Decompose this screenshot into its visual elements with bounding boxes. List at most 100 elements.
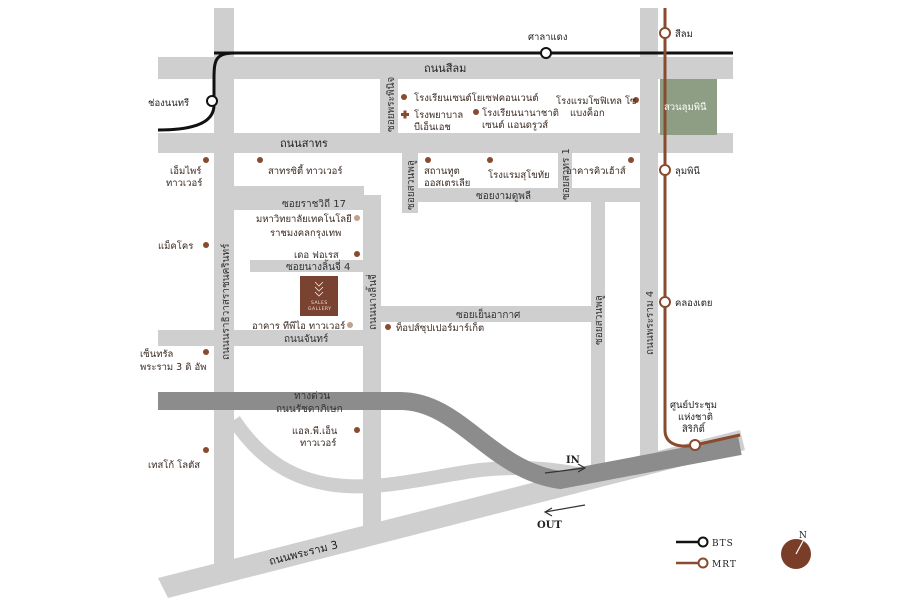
label-sofitel: โรงแรมโซฟิเทล โซ แบงค็อก xyxy=(556,95,640,119)
label-lumphini: ลุมพินี xyxy=(675,165,700,177)
label-chong-nonsi: ช่องนนทรี xyxy=(148,97,189,109)
ramp-out-arrow xyxy=(544,504,586,513)
label-sathorn-city: สาทรซิตี้ ทาวเวอร์ xyxy=(268,164,342,177)
legend-bts-label: BTS xyxy=(712,539,734,549)
station-khlong-toei[interactable] xyxy=(659,296,671,308)
station-lumphini[interactable] xyxy=(659,164,671,176)
poi-dot-lpn xyxy=(354,427,360,433)
label-sales-gallery-1: SALES xyxy=(311,300,328,306)
poi-dot-sofitel xyxy=(633,97,639,103)
poi-dot-school1 xyxy=(401,94,407,100)
label-qsncc: ศูนย์ประชุม แห่งชาติ สิริกิติ์ xyxy=(670,399,720,435)
label-park: สวนลุมพินี xyxy=(664,101,707,113)
road-soi-top xyxy=(380,79,398,135)
park-lumphini xyxy=(660,79,717,135)
label-soi-sathorn1: ซอยสาทร 1 xyxy=(561,148,572,200)
label-ratchadaphisek: ถนนรัชดาภิเษก xyxy=(276,404,343,415)
road-silom xyxy=(158,57,733,79)
label-narathiwat: ถนนนราธิวาสราชนครินทร์ xyxy=(220,243,232,360)
label-ramp-in: IN xyxy=(566,455,580,466)
legend-mrt-label: MRT xyxy=(712,560,737,570)
poi-dots xyxy=(203,94,639,453)
label-q-house: อาคารคิวเฮ้าส์ xyxy=(566,165,626,177)
poi-dot-australia xyxy=(425,157,431,163)
poi-dot-empire xyxy=(203,157,209,163)
label-soi-ngam-duphli: ซอยงามดูพลี xyxy=(476,190,531,202)
label-topsup: ท็อปส์ซุปเปอร์มาร์เก็ต xyxy=(396,321,484,334)
label-qsncc-2: แห่งชาติ xyxy=(678,412,713,423)
road-rama4 xyxy=(640,8,658,468)
road-nang-linchi xyxy=(363,195,381,535)
poi-dots-light xyxy=(347,215,360,328)
label-rmutk: มหาวิทยาลัยเทคโนโลยี ราชมงคลกรุงเทพ xyxy=(256,213,355,239)
label-australia: สถานทูต ออสเตรเลีย xyxy=(424,166,470,189)
label-school1: โรงเรียนเซนต์โยเซฟคอนเวนต์ xyxy=(414,92,539,104)
compass-north: N xyxy=(799,531,807,541)
road-suan-phlu xyxy=(591,202,605,470)
poi-dot-tesco xyxy=(203,447,209,453)
label-suan-phlu: ซอยสวนพลู xyxy=(594,295,605,345)
road-chan xyxy=(158,330,364,346)
label-silom-mrt: สีลม xyxy=(675,28,693,40)
stations xyxy=(206,27,701,451)
label-qsncc-1: ศูนย์ประชุม xyxy=(670,399,717,411)
ramp-in-arrow xyxy=(544,467,586,474)
legend-mrt-icon xyxy=(697,557,709,569)
label-soi-top2: ซอยสวนพลู xyxy=(406,160,417,210)
compass-icon: N xyxy=(781,531,811,569)
poi-dot-sathorn-city xyxy=(257,157,263,163)
poi-dot-forest xyxy=(354,251,360,257)
label-sala-daeng: ศาลาแดง xyxy=(528,32,567,43)
legend: BTS MRT xyxy=(676,536,737,570)
sales-gallery-logo xyxy=(314,281,324,297)
road-network xyxy=(158,8,733,575)
label-forest: เดอ ฟอเรส xyxy=(294,250,339,261)
station-qsncc[interactable] xyxy=(689,439,701,451)
station-chong-nonsi[interactable] xyxy=(206,95,218,107)
label-tesco: เทสโก้ โลตัส xyxy=(148,459,200,471)
poi-dot-topsup xyxy=(385,324,391,330)
label-hospital: โรงพยาบาล บีเอ็นเอช xyxy=(414,109,466,133)
road-narathiwat xyxy=(214,8,234,448)
station-silom-mrt[interactable] xyxy=(659,27,671,39)
road-soi-nang-linchi4 xyxy=(250,260,364,272)
label-rama4: ถนนพระราม 4 xyxy=(645,291,656,355)
label-makro: แม็คโคร xyxy=(158,239,193,252)
label-expressway: ทางด่วน xyxy=(294,391,330,402)
hospital-icon xyxy=(401,110,409,119)
label-soi-rajvithi17: ซอยราชวิถี 17 xyxy=(282,198,346,210)
poi-dot-sukhothai xyxy=(487,157,493,163)
poi-dot-school2 xyxy=(473,109,479,115)
road-soi-yen-akart xyxy=(381,306,591,322)
legend-bts-icon xyxy=(697,536,709,548)
poi-dot-rmutk xyxy=(354,215,360,221)
label-central: เซ็นทรัล พระราม 3 ดิ อัพ xyxy=(140,347,206,373)
poi-dot-tipco xyxy=(347,322,353,328)
road-soi-ngam-duphli xyxy=(418,188,640,202)
poi-dot-central xyxy=(203,349,209,355)
poi-dot-makro xyxy=(203,242,209,248)
label-soi-yen-akart: ซอยเย็นอากาศ xyxy=(456,307,521,321)
road-sathorn xyxy=(158,133,733,153)
poi-dot-q-house xyxy=(628,157,634,163)
label-soi-top: ซอยพระพินิจ xyxy=(386,77,397,132)
label-sales-gallery-2: GALLERY xyxy=(308,306,332,312)
road-soi-rajvithi17 xyxy=(234,196,364,210)
expressway xyxy=(158,392,742,490)
label-qsncc-3: สิริกิติ์ xyxy=(682,421,707,435)
label-empire: เอ็มไพร์ ทาวเวอร์ xyxy=(166,164,204,189)
label-school2: โรงเรียนนานาชาติ เซนต์ แอนดรูวส์ xyxy=(482,107,562,131)
label-silom: ถนนสีลม xyxy=(424,62,466,75)
label-nang-linchi: ถนนนางลิ้นจี่ xyxy=(365,274,379,330)
label-sathorn: ถนนสาทร xyxy=(280,137,328,150)
station-sala-daeng[interactable] xyxy=(540,47,552,59)
label-chan: ถนนจันทร์ xyxy=(284,333,329,345)
label-sukhothai: โรงแรมสุโขทัย xyxy=(488,169,550,181)
label-soi-nang-linchi4: ซอยนางลิ้นจี่ 4 xyxy=(286,259,350,273)
label-tipco: อาคาร ทีพีไอ ทาวเวอร์ xyxy=(252,320,345,332)
ramp-arrows xyxy=(543,463,587,517)
label-lpn: แอล.พี.เอ็น ทาวเวอร์ xyxy=(292,424,340,449)
label-ramp-out: OUT xyxy=(537,520,562,531)
label-khlong-toei: คลองเตย xyxy=(675,298,713,309)
